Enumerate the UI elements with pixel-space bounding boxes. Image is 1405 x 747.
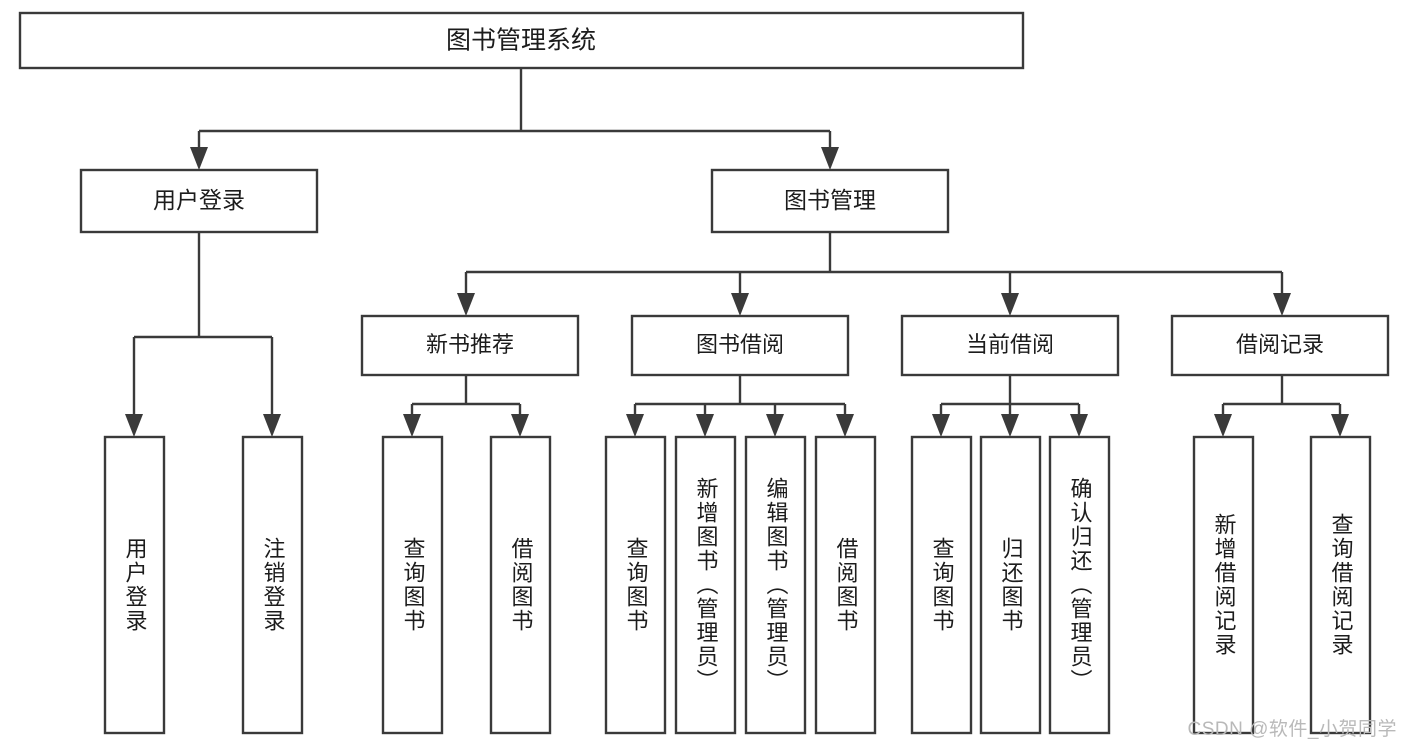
leaf-box-user-login-2[interactable] (241, 435, 304, 735)
connector-group (125, 68, 1349, 437)
arrow-user-login-leaf-2 (263, 414, 281, 437)
node-book-borrow-box[interactable] (630, 314, 850, 377)
leaf-box-book-borrow-3[interactable] (744, 435, 807, 735)
leaf-box-current-borrow-2[interactable] (979, 435, 1042, 735)
leaf-box-book-borrow-4[interactable] (814, 435, 877, 735)
node-book-borrow[interactable]: 图书借阅 (630, 314, 850, 377)
arrow-borrow-record-leaf-2 (1331, 414, 1349, 437)
arrow-to-new-book (457, 293, 475, 316)
node-root-box[interactable] (18, 11, 1025, 70)
leaf-box-current-borrow-3[interactable] (1048, 435, 1111, 735)
arrow-new-book-leaf-1 (403, 414, 421, 437)
node-user-login-box[interactable] (79, 168, 319, 234)
node-root-system[interactable]: 图书管理系统 (18, 11, 1025, 70)
leaf-box-book-borrow-1[interactable] (604, 435, 667, 735)
node-current-borrow-label: 当前借阅 (966, 332, 1054, 357)
arrow-to-user-login (190, 147, 208, 170)
arrow-book-borrow-leaf-4 (836, 414, 854, 437)
node-new-book-recommend[interactable]: 新书推荐 (360, 314, 580, 377)
arrow-book-borrow-leaf-2 (696, 414, 714, 437)
node-current-borrow-box[interactable] (900, 314, 1120, 377)
arrow-to-book-borrow (731, 293, 749, 316)
arrow-current-borrow-leaf-2 (1001, 414, 1019, 437)
node-book-management-box[interactable] (710, 168, 950, 234)
node-new-book-recommend-label: 新书推荐 (426, 332, 514, 357)
arrow-current-borrow-leaf-1 (932, 414, 950, 437)
node-new-book-recommend-box[interactable] (360, 314, 580, 377)
node-borrow-record-box[interactable] (1170, 314, 1390, 377)
node-book-management-label: 图书管理 (784, 187, 876, 213)
arrow-to-borrow-record (1273, 293, 1291, 316)
arrow-current-borrow-leaf-3 (1070, 414, 1088, 437)
leaf-box-new-book-1[interactable] (381, 435, 444, 735)
node-root-label: 图书管理系统 (446, 27, 596, 55)
leaf-box-current-borrow-1[interactable] (910, 435, 973, 735)
leaf-box-user-login-1[interactable] (103, 435, 166, 735)
node-borrow-record-label: 借阅记录 (1236, 332, 1324, 357)
leaf-box-borrow-record-2[interactable] (1309, 435, 1372, 735)
node-user-login-label: 用户登录 (153, 187, 245, 213)
node-user-login[interactable]: 用户登录 (79, 168, 319, 234)
arrow-to-book-mgmt (821, 147, 839, 170)
arrow-book-borrow-leaf-1 (626, 414, 644, 437)
arrow-user-login-leaf-1 (125, 414, 143, 437)
node-book-borrow-label: 图书借阅 (696, 332, 784, 357)
leaf-box-new-book-2[interactable] (489, 435, 552, 735)
arrow-to-current-borrow (1001, 293, 1019, 316)
node-book-management[interactable]: 图书管理 (710, 168, 950, 234)
arrow-borrow-record-leaf-1 (1214, 414, 1232, 437)
arrow-new-book-leaf-2 (511, 414, 529, 437)
node-current-borrow[interactable]: 当前借阅 (900, 314, 1120, 377)
arrow-book-borrow-leaf-3 (766, 414, 784, 437)
node-borrow-record[interactable]: 借阅记录 (1170, 314, 1390, 377)
leaf-box-borrow-record-1[interactable] (1192, 435, 1255, 735)
leaf-box-book-borrow-2[interactable] (674, 435, 737, 735)
